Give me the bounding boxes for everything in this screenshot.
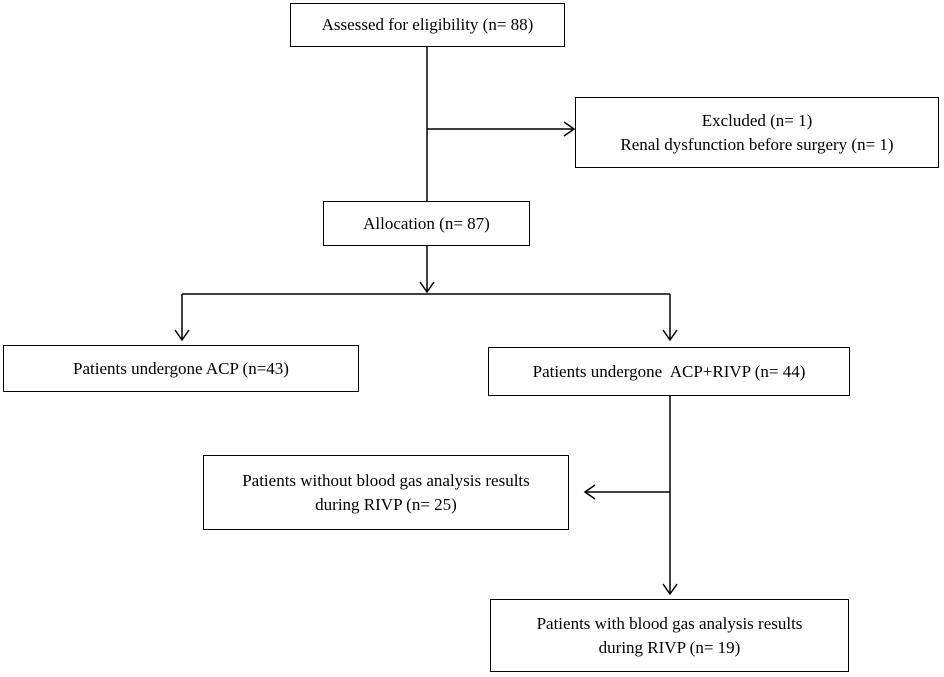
node-with-bga-line-2: during RIVP (n= 19) (598, 637, 741, 657)
arrowhead-acp-rivp (662, 329, 678, 342)
arrowhead-excluded (563, 121, 576, 137)
node-allocation-line-1: Allocation (n= 87) (363, 213, 490, 233)
arrowhead-with-bga (662, 583, 678, 596)
node-acp-rivp: Patients undergone ACP+RIVP (n= 44) (488, 347, 850, 396)
node-acp: Patients undergone ACP (n=43) (3, 345, 359, 392)
node-excluded: Excluded (n= 1) Renal dysfunction before… (575, 97, 939, 168)
node-acp-line-1: Patients undergone ACP (n=43) (73, 358, 289, 378)
node-excluded-line-1: Excluded (n= 1) (701, 110, 813, 130)
arrowhead-acp (174, 329, 190, 342)
node-with-bga-line-1: Patients with blood gas analysis results (536, 613, 803, 633)
node-excluded-line-2: Renal dysfunction before surgery (n= 1) (620, 134, 894, 154)
arrowhead-split (419, 281, 435, 294)
arrowhead-without-bga (583, 484, 596, 500)
node-acp-rivp-line-1: Patients undergone ACP+RIVP (n= 44) (532, 361, 806, 381)
node-assessed-line-1: Assessed for eligibility (n= 88) (321, 15, 534, 34)
node-without-bga: Patients without blood gas analysis resu… (203, 455, 569, 530)
node-allocation: Allocation (n= 87) (323, 201, 530, 246)
node-with-bga: Patients with blood gas analysis results… (490, 599, 849, 672)
node-without-bga-line-2: during RIVP (n= 25) (315, 494, 457, 514)
node-assessed: Assessed for eligibility (n= 88) (290, 3, 565, 47)
node-without-bga-line-1: Patients without blood gas analysis resu… (242, 470, 530, 490)
